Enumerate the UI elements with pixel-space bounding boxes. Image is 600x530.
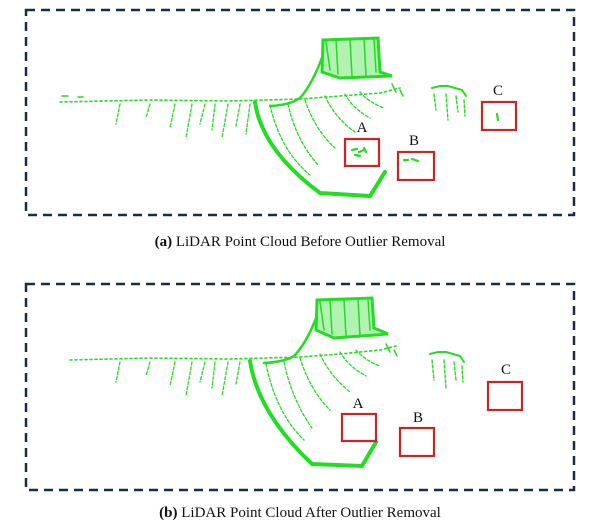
panel-after: A B C <box>0 268 600 528</box>
point-cloud-before: A B C <box>24 8 576 217</box>
outlier-box-c <box>480 100 518 132</box>
caption-text: LiDAR Point Cloud After Outlier Removal <box>181 505 441 521</box>
outlier-box-a <box>343 137 381 168</box>
outlier-boxes: A B C <box>343 83 518 182</box>
outlier-boxes: A B C <box>340 362 524 458</box>
caption-tag: (b) <box>159 505 178 521</box>
outlier-box-c <box>486 380 524 412</box>
box-label-c: C <box>493 83 503 99</box>
panel-before: A B C <box>0 0 600 260</box>
caption-before: (a) LiDAR Point Cloud Before Outlier Rem… <box>0 234 600 251</box>
box-label-a: A <box>357 120 368 136</box>
outlier-box-b <box>398 426 436 458</box>
dashed-frame <box>24 8 576 217</box>
dashed-frame <box>24 282 576 492</box>
outlier-box-b <box>396 150 436 182</box>
point-cloud-after: A B C <box>24 282 576 492</box>
caption-tag: (a) <box>154 234 173 250</box>
caption-text: LiDAR Point Cloud Before Outlier Removal <box>175 234 446 250</box>
outlier-box-a <box>340 412 378 443</box>
point-cloud <box>59 36 500 199</box>
box-label-a: A <box>353 396 364 412</box>
box-label-b: B <box>409 133 419 149</box>
caption-after: (b) LiDAR Point Cloud After Outlier Remo… <box>0 505 600 522</box>
box-label-b: B <box>413 410 423 426</box>
box-label-c: C <box>501 362 511 378</box>
point-cloud <box>69 296 465 469</box>
